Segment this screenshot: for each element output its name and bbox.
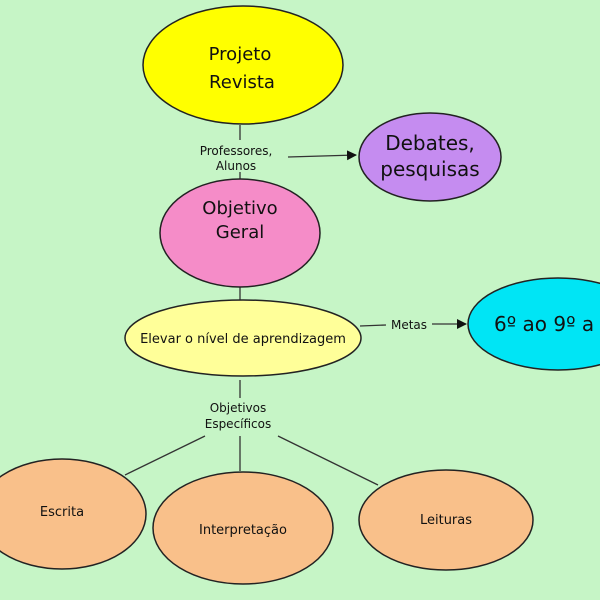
node-escrita-shape: [0, 458, 147, 570]
node-leituras: Leituras: [358, 469, 534, 571]
node-objetivo-line1: Objetivo: [202, 198, 277, 219]
link-objetivos-line2: Específicos: [205, 417, 272, 431]
edge-objetivos-leituras: [277, 435, 379, 486]
node-leituras-text: Leituras: [420, 513, 472, 528]
edge-objetivos-escrita: [124, 435, 206, 476]
node-escrita: Escrita: [0, 458, 147, 570]
node-projeto-shape: [142, 5, 344, 125]
node-debates-pesquisas: Debates, pesquisas: [358, 112, 502, 202]
node-interpretacao-text: Interpretação: [199, 523, 287, 538]
node-anos: 6º ao 9º a: [467, 277, 600, 371]
node-anos-shape: [467, 277, 600, 371]
node-projeto-line1: Projeto: [209, 44, 272, 65]
node-escrita-text: Escrita: [40, 505, 84, 520]
node-elevar-nivel: Elevar o nível de aprendizagem: [124, 299, 362, 377]
node-anos-text: 6º ao 9º a: [494, 312, 594, 336]
link-professores-line1: Professores,: [200, 144, 273, 158]
edge-professores-debates: [287, 150, 357, 161]
node-objetivo-geral: Objetivo Geral: [159, 178, 321, 288]
link-metas: Metas: [391, 318, 427, 332]
node-objetivo-shape: [159, 178, 321, 288]
node-elevar-shape: [124, 299, 362, 377]
node-debates-line2: pesquisas: [380, 157, 479, 181]
node-projeto-revista: Projeto Revista: [142, 5, 344, 125]
link-professores-alunos: Professores, Alunos: [200, 144, 273, 173]
link-objetivos-line1: Objetivos: [210, 401, 267, 415]
node-leituras-shape: [358, 469, 534, 571]
node-debates-shape: [358, 112, 502, 202]
link-objetivos-especificos: Objetivos Específicos: [205, 401, 272, 431]
node-debates-line1: Debates,: [385, 131, 475, 155]
link-professores-line2: Alunos: [216, 159, 256, 173]
node-interpretacao-shape: [152, 471, 334, 585]
node-elevar-text: Elevar o nível de aprendizagem: [140, 332, 346, 347]
node-objetivo-line2: Geral: [216, 222, 264, 243]
edge-elevar-metas: [359, 324, 387, 327]
node-projeto-line2: Revista: [209, 72, 275, 93]
node-interpretacao: Interpretação: [152, 471, 334, 585]
